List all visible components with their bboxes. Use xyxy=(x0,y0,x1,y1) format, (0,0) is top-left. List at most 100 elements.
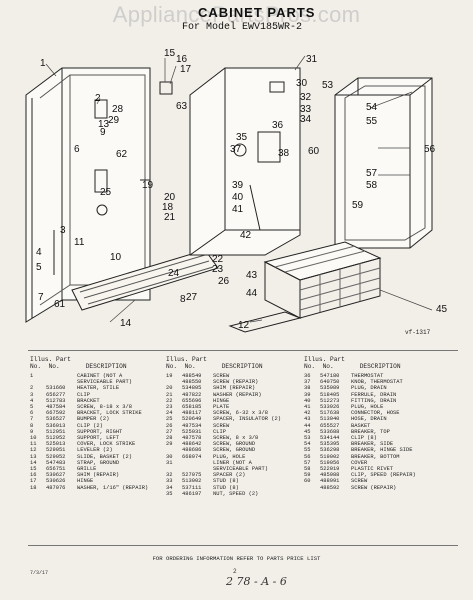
callout: 6 xyxy=(74,144,80,155)
column-header: Illus. Part No. No. DESCRIPTION xyxy=(30,356,162,370)
part-number: 485988 xyxy=(320,472,340,479)
part-number: 536013 xyxy=(46,422,66,429)
part-number: 536527 xyxy=(46,416,66,423)
callout: 40 xyxy=(232,192,244,203)
part-description: STUD (8) xyxy=(213,484,239,491)
part-number: 488642 xyxy=(182,441,202,448)
part-number: 519056 xyxy=(320,459,340,466)
illus-number: 60 xyxy=(304,478,311,485)
handwritten-note: 2 78 - A - 6 xyxy=(226,575,287,588)
illus-number: 33 xyxy=(166,478,173,485)
part-description: CLIP xyxy=(77,391,90,398)
illus-number: 35 xyxy=(166,490,173,497)
basket-slide-drawing xyxy=(228,311,302,333)
callout: 19 xyxy=(142,180,154,191)
part-number: 547180 xyxy=(320,373,340,379)
illus-number: 14 xyxy=(30,459,37,466)
part-description: HEATER, STILE xyxy=(77,385,120,392)
illus-number xyxy=(304,485,320,491)
callout: 42 xyxy=(240,230,252,241)
callout: 12 xyxy=(238,320,250,331)
column-header: Illus. Part No. No. DESCRIPTION xyxy=(304,356,454,370)
illus-number: 3 xyxy=(30,391,34,398)
callout: 10 xyxy=(110,252,122,263)
callout: 57 xyxy=(366,168,378,179)
date-code: 7/3/17 xyxy=(30,570,49,576)
part-description: SHIM (REPAIR) xyxy=(77,472,120,479)
callout: 61 xyxy=(54,299,66,310)
part-number: 534805 xyxy=(182,385,202,392)
part-number: 640750 xyxy=(320,379,340,386)
callout: 39 xyxy=(232,180,244,191)
part-number: 487578 xyxy=(182,435,202,442)
part-description: WASHER (REPAIR) xyxy=(213,391,262,398)
illus-number: 40 xyxy=(304,397,311,404)
callout: 22 xyxy=(212,254,224,265)
illus-number: 5 xyxy=(30,404,34,411)
callout: 3 xyxy=(60,225,66,236)
part-number: 512952 xyxy=(46,435,66,442)
part-number: 533688 xyxy=(320,428,340,435)
part-description: HINGE xyxy=(77,478,94,485)
illus-number: 9 xyxy=(30,428,34,435)
callout: 14 xyxy=(120,318,132,329)
page-number: 2 xyxy=(233,568,237,575)
illus-number: 56 xyxy=(304,453,311,460)
illus-number: 22 xyxy=(166,397,173,404)
part-description: SUPPORT, LEFT xyxy=(77,435,120,442)
part-description: SCREW, 8 x 3/8 xyxy=(213,435,259,442)
illus-number: 30 xyxy=(166,453,173,460)
illus-number: 59 xyxy=(304,472,311,479)
part-description: BUMPER (2) xyxy=(77,416,110,423)
part-description: SCREW, GROUND xyxy=(213,447,256,454)
illus-number: 12 xyxy=(30,447,37,454)
callout: 24 xyxy=(168,268,180,279)
part-description: CLIP, SPEED (REPAIR) xyxy=(351,472,416,479)
part-number: 513002 xyxy=(182,478,202,485)
callout: 16 xyxy=(176,54,188,65)
part-number: 487076 xyxy=(46,484,66,491)
callout: 56 xyxy=(424,144,436,155)
part-description: STRAP, GROUND xyxy=(77,459,120,466)
part-number: 488117 xyxy=(182,410,202,417)
callout: 55 xyxy=(366,116,378,127)
part-number: 533926 xyxy=(320,404,340,411)
illus-number: 54 xyxy=(304,441,311,448)
part-number: 529052 xyxy=(46,453,66,460)
part-description: THERMOSTAT xyxy=(351,373,384,379)
callout: 5 xyxy=(36,262,42,273)
part-description: BRACKET xyxy=(77,397,100,404)
illus-number: 21 xyxy=(166,391,173,398)
part-description: KNOB, THERMOSTAT xyxy=(351,379,403,386)
illus-number: 2 xyxy=(30,385,34,392)
part-number: 525013 xyxy=(46,441,66,448)
table-row: 2 531660 HEATER, STILE xyxy=(30,385,162,391)
part-number: 531660 xyxy=(46,385,66,392)
part-number: 520649 xyxy=(182,416,202,423)
part-description: SLIDE, BASKET (2) xyxy=(77,453,132,460)
part-description: SERVICEABLE PART) xyxy=(77,379,132,386)
part-number: 529051 xyxy=(46,447,66,454)
model-number: For Model EWV185WR-2 xyxy=(182,22,303,33)
callout: 62 xyxy=(116,149,128,160)
callout: 43 xyxy=(246,270,258,281)
